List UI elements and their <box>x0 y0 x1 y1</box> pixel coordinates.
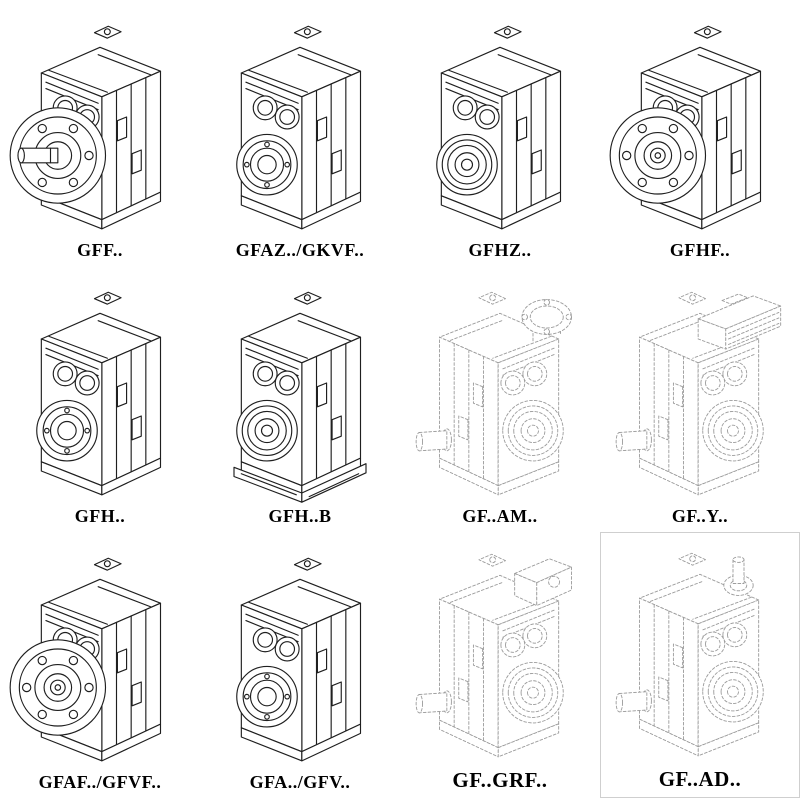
gearbox-drawing-with-motor <box>615 291 782 496</box>
product-cell-gfaf-gfvf: GFAF../GFVF.. <box>0 532 200 798</box>
product-cell-gf-ad: GF..AD.. <box>600 532 800 798</box>
product-label: GF..Y.. <box>671 506 729 526</box>
product-cell-gfh: GFH.. <box>0 266 200 532</box>
product-cell-gf-y: GF..Y.. <box>600 266 800 532</box>
gearbox-drawing-flange-hollow <box>9 557 162 762</box>
hollow-shaft-hub <box>36 399 98 462</box>
gearbox-drawing-base-mounted <box>233 291 367 503</box>
product-label: GFAF../GFVF.. <box>38 772 162 792</box>
gearbox-drawing-motor-adapter <box>415 291 572 496</box>
product-cell-gfa-gfv: GFA../GFV.. <box>200 532 400 798</box>
top-input-shaft-icon <box>723 556 754 596</box>
bearing-hub <box>236 399 298 462</box>
product-label: GF..GRF.. <box>452 768 548 792</box>
output-shaft-icon <box>615 428 652 452</box>
product-cell-gfaz-gkvf: GFAZ../GKVF.. <box>200 0 400 266</box>
gearbox-housing <box>240 291 362 496</box>
product-cell-gf-grf: GF..GRF.. <box>400 532 600 798</box>
gearbox-housing <box>240 25 362 230</box>
gearbox-drawing-hollow-shaft <box>236 25 362 230</box>
product-cell-gfh-b: GFH..B <box>200 266 400 532</box>
output-shaft-icon <box>615 689 652 713</box>
bearing-hub <box>702 399 764 462</box>
bearing-hub <box>702 660 764 723</box>
gearbox-housing <box>240 557 362 762</box>
gearbox-drawing-shrink-disk <box>436 25 562 230</box>
output-shaft-icon <box>415 428 452 452</box>
product-label: GFHZ.. <box>468 240 532 260</box>
product-label: GFAZ../GKVF.. <box>235 240 365 260</box>
product-label: GF..AM.. <box>462 506 538 526</box>
product-label: GFH..B <box>268 506 332 526</box>
gearbox-drawing-foot-mounted <box>36 291 162 496</box>
product-label: GFF.. <box>77 240 123 260</box>
product-cell-gff: GFF.. <box>0 0 200 266</box>
product-label: GFA../GFV.. <box>249 772 351 792</box>
gearbox-housing <box>40 291 162 496</box>
product-cell-gfhz: GFHZ.. <box>400 0 600 266</box>
gearbox-housing <box>440 25 562 230</box>
output-shaft-icon <box>415 690 452 714</box>
product-label: GF..AD.. <box>658 767 742 791</box>
bearing-hub <box>436 133 498 196</box>
gearbox-drawing-flange-shaft <box>9 25 162 230</box>
electric-motor <box>697 293 782 350</box>
gearbox-drawing-flange <box>609 25 762 230</box>
output-shaft-icon <box>17 147 59 164</box>
hollow-bore-center <box>49 679 66 696</box>
hollow-shaft-hub <box>236 133 298 196</box>
gearbox-drawing-input-adapter <box>415 553 572 758</box>
bearing-hub <box>502 399 564 462</box>
product-cell-gfhf: GFHF.. <box>600 0 800 266</box>
gearbox-drawing-hollow-shaft <box>236 557 362 762</box>
gearbox-drawing-input-shaft <box>615 552 764 757</box>
square-input-adapter <box>514 558 572 607</box>
hollow-shaft-hub <box>236 665 298 728</box>
bearing-hub <box>502 661 564 724</box>
product-label: GFHF.. <box>669 240 731 260</box>
hollow-bore-center <box>649 147 666 164</box>
product-label: GFH.. <box>74 506 126 526</box>
product-cell-gf-am: GF..AM.. <box>400 266 600 532</box>
